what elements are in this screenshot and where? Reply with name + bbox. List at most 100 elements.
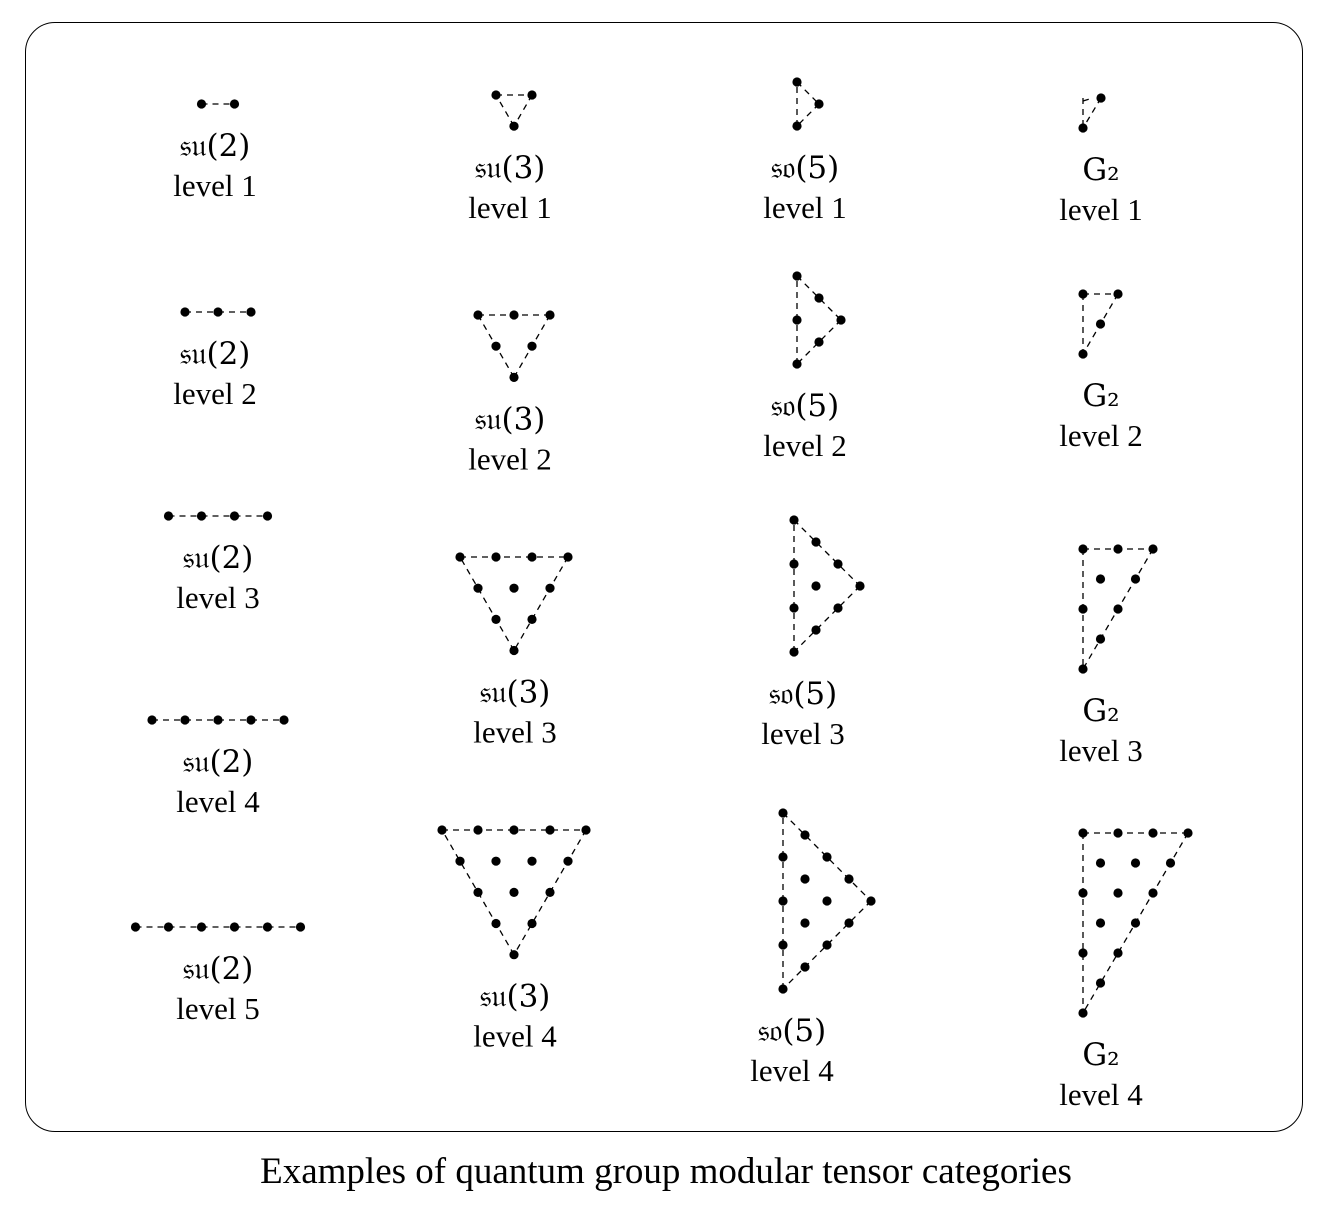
weight-dot — [814, 337, 824, 347]
algebra-label: G₂ — [1082, 1037, 1119, 1073]
level-label: level 1 — [468, 190, 552, 225]
weight-dot — [800, 962, 810, 972]
weight-dot — [262, 922, 273, 932]
algebra-label: 𝔰𝔬(5) — [771, 388, 839, 424]
algebra-label: 𝔰𝔲(3) — [480, 979, 551, 1015]
diagram-su2-3: 𝔰𝔲(2)level 3 — [163, 511, 273, 615]
weight-dot — [196, 511, 207, 521]
weight-dot — [213, 307, 223, 317]
level-label: level 1 — [173, 168, 257, 203]
diagram-su3-4: 𝔰𝔲(3) level 4 — [437, 825, 591, 1054]
weight-dot — [509, 825, 519, 835]
weight-dot — [1078, 828, 1088, 838]
diagram-su2-4: 𝔰𝔲(2)level 4 — [147, 715, 289, 819]
weight-dot — [473, 825, 483, 835]
weight-dot — [437, 825, 447, 835]
weight-dot — [509, 310, 519, 320]
weight-dot — [545, 583, 555, 593]
weight-dot — [814, 99, 824, 109]
weight-dot — [1095, 918, 1106, 928]
weight-dot — [509, 950, 519, 960]
algebra-label: 𝔰𝔬(5) — [769, 676, 837, 712]
weight-dot — [527, 918, 537, 929]
weight-dot — [1078, 349, 1088, 359]
weight-dot — [563, 552, 573, 562]
weight-dot — [491, 341, 501, 351]
algebra-label: G₂ — [1082, 152, 1119, 188]
weight-dot — [1113, 828, 1123, 838]
weight-dot — [473, 583, 483, 593]
weight-dot — [491, 614, 501, 624]
weight-dot — [811, 537, 821, 547]
level-label: level 2 — [468, 441, 552, 476]
figure-caption: Examples of quantum group modular tensor… — [260, 1151, 1072, 1192]
weight-dot — [1078, 888, 1088, 898]
weight-dot — [509, 372, 519, 382]
weight-dot — [1165, 858, 1176, 868]
weight-dot — [279, 715, 289, 725]
diagram-so5-3: 𝔰𝔬(5)level 3 — [761, 515, 865, 751]
weight-dot — [1095, 574, 1106, 584]
weight-dot — [1078, 544, 1088, 554]
weight-dot — [789, 515, 799, 525]
weight-dot — [1078, 1008, 1088, 1018]
weight-dot — [473, 887, 483, 897]
weight-dot — [1130, 574, 1141, 584]
weight-dot — [473, 310, 483, 320]
weight-dot — [262, 511, 273, 521]
weight-dot — [229, 922, 240, 932]
weight-dot — [180, 307, 190, 317]
weight-dot — [213, 715, 223, 725]
weight-dot — [509, 645, 519, 656]
weight-dot — [1078, 123, 1088, 133]
weight-dot — [1095, 319, 1106, 329]
weight-dot — [527, 856, 537, 866]
weight-dot — [163, 922, 174, 932]
weight-dot — [1148, 828, 1158, 838]
weight-dot — [147, 715, 157, 725]
level-label: level 3 — [176, 580, 260, 615]
weight-dot — [800, 874, 810, 884]
boundary-edge — [495, 94, 515, 127]
figure-frame — [25, 22, 1303, 1132]
weight-dot — [509, 583, 519, 593]
weight-dot — [1183, 828, 1193, 838]
boundary-edge — [459, 556, 515, 651]
weight-dot — [811, 625, 821, 635]
weight-dot — [811, 581, 821, 591]
level-label: level 5 — [176, 991, 260, 1026]
algebra-label: 𝔰𝔲(2) — [180, 336, 251, 372]
weight-dot — [1130, 858, 1141, 868]
weight-dot — [836, 315, 846, 325]
diagram-so5-2: 𝔰𝔬(5)level 2 — [763, 271, 847, 463]
boundary-edge — [513, 94, 533, 127]
weight-dot — [1148, 888, 1158, 898]
algebra-label: G₂ — [1082, 693, 1119, 729]
weight-dot — [844, 918, 854, 928]
level-label: level 4 — [473, 1019, 557, 1054]
weight-dot — [545, 887, 555, 897]
weight-dot — [196, 922, 207, 932]
weight-dot — [814, 293, 824, 303]
weight-dot — [833, 603, 843, 613]
weight-dot — [778, 808, 788, 818]
weight-dot — [1113, 544, 1123, 554]
boundary-edge — [796, 81, 820, 105]
weight-dot — [789, 647, 799, 657]
algebra-label: G₂ — [1082, 378, 1119, 414]
weight-dot — [295, 922, 306, 932]
weight-dot — [822, 896, 832, 906]
weight-dot — [563, 856, 573, 866]
weight-dot — [792, 315, 802, 325]
algebra-label: 𝔰𝔲(2) — [183, 951, 254, 987]
level-label: level 3 — [473, 715, 557, 750]
algebra-label: 𝔰𝔬(5) — [771, 150, 839, 186]
boundary-edge — [796, 103, 820, 127]
level-label: level 4 — [750, 1053, 834, 1088]
weight-dot — [800, 830, 810, 840]
